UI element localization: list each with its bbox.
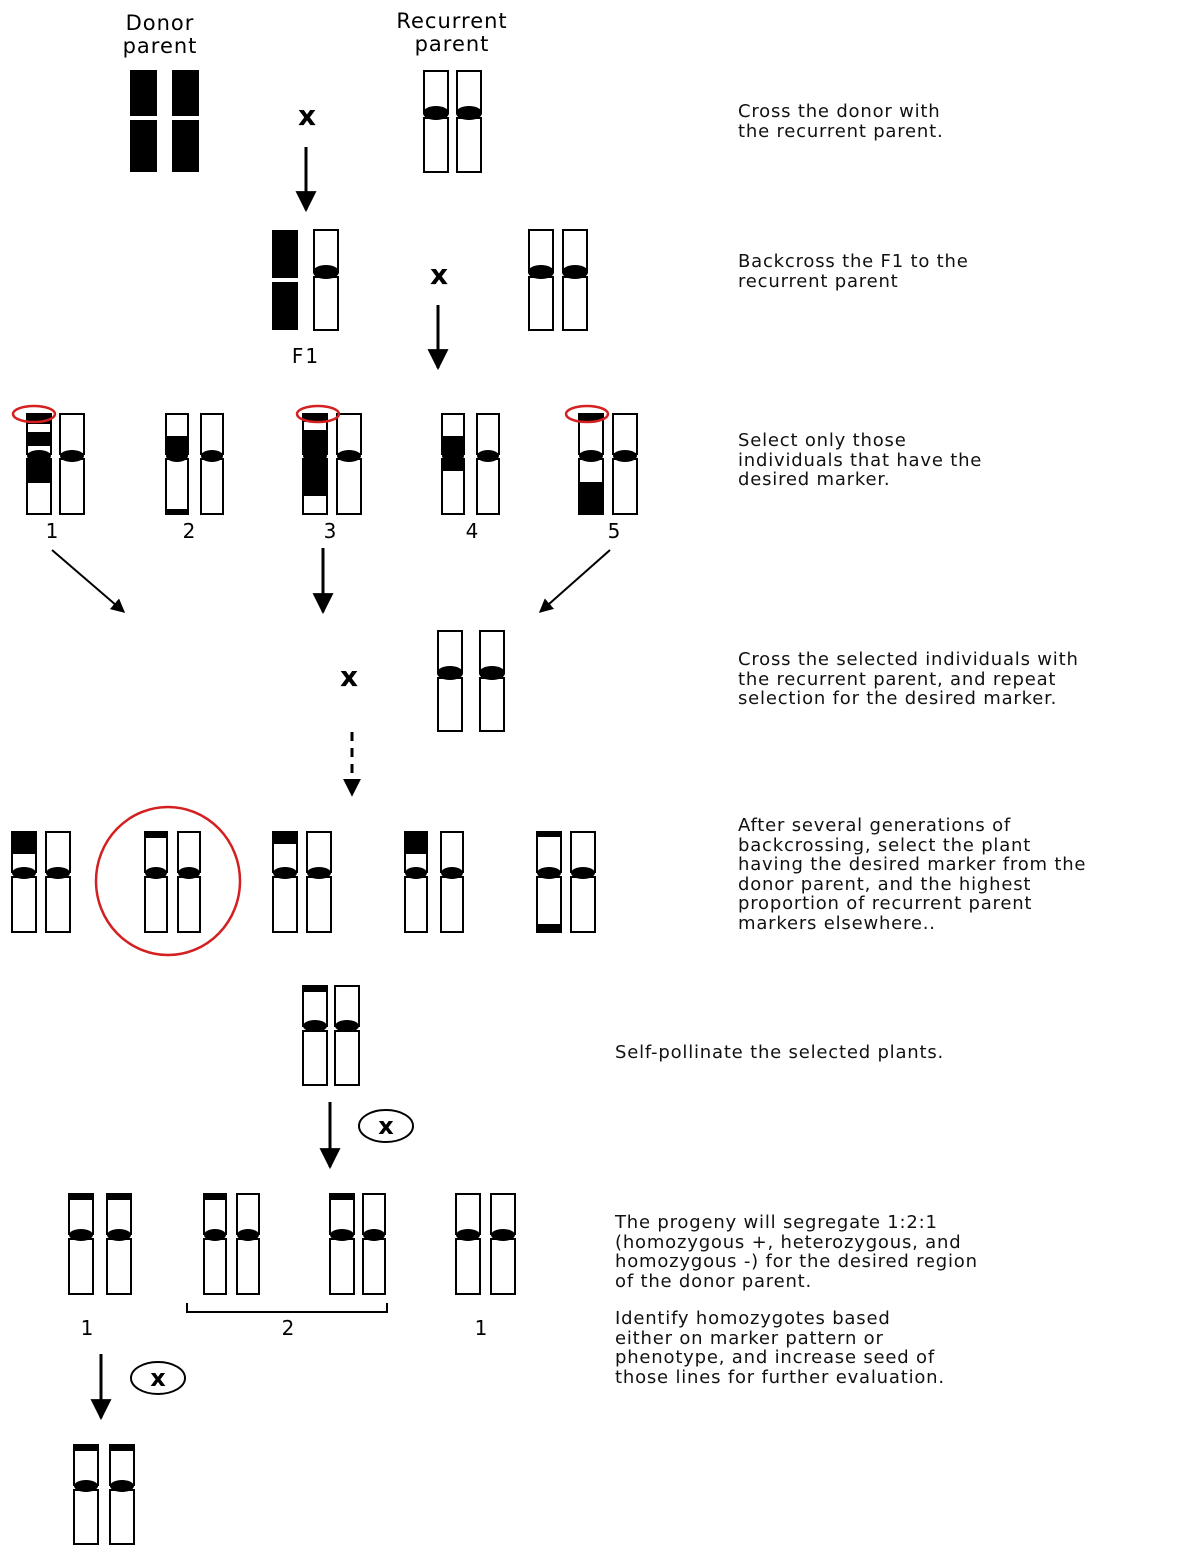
individual-label-1: 1 xyxy=(46,519,59,543)
cross-symbol-2: x xyxy=(430,258,448,291)
step8-text: Identify homozygotes based either on mar… xyxy=(615,1308,945,1388)
selected-plant-highlight xyxy=(94,805,242,957)
individual-2 xyxy=(165,413,224,515)
arrow-from-5 xyxy=(538,549,611,613)
individual-1 xyxy=(11,404,85,515)
step2-text: Backcross the F1 to the recurrent parent xyxy=(738,251,969,292)
arrow-from-1 xyxy=(51,549,126,613)
progeny-heterozygous-1 xyxy=(203,1193,260,1295)
donor-parent-label-line1: Donor xyxy=(126,11,195,35)
ratio-label-homozygous-plus: 1 xyxy=(81,1316,94,1340)
f1-label: F1 xyxy=(292,344,320,368)
step7-text: The progeny will segregate 1:2:1 (homozy… xyxy=(615,1212,978,1292)
step5-text: After several generations of backcrossin… xyxy=(738,815,1087,934)
donor-parent-chromosomes xyxy=(130,70,199,172)
svg-text:x: x xyxy=(150,1364,166,1392)
step4-text: Cross the selected individuals with the … xyxy=(738,649,1079,709)
marker-highlight-5 xyxy=(564,404,610,424)
advanced-line-1 xyxy=(11,831,71,933)
heterozygous-bracket xyxy=(186,1303,388,1313)
recurrent-parent-label-line2: parent xyxy=(415,32,490,56)
advanced-line-5 xyxy=(536,831,596,933)
individual-label-2: 2 xyxy=(183,519,196,543)
svg-text:x: x xyxy=(378,1112,394,1140)
recurrent-parent-label-line1: Recurrent xyxy=(396,9,507,33)
step1-text: Cross the donor with the recurrent paren… xyxy=(738,101,944,142)
individual-5 xyxy=(564,404,638,515)
step6-text: Self-pollinate the selected plants. xyxy=(615,1042,945,1063)
recurrent-parent-chromosomes-2 xyxy=(528,229,588,331)
individual-label-3: 3 xyxy=(324,519,337,543)
self-symbol-1: x xyxy=(358,1109,414,1143)
ratio-label-homozygous-minus: 1 xyxy=(475,1316,488,1340)
cross-symbol-3: x xyxy=(340,660,358,693)
advanced-line-4 xyxy=(404,831,464,933)
progeny-homozygous-minus xyxy=(455,1193,516,1295)
individual-label-5: 5 xyxy=(608,519,621,543)
step3-text: Select only those individuals that have … xyxy=(738,430,983,490)
cross-symbol-1: x xyxy=(298,99,316,132)
marker-highlight-3 xyxy=(295,404,341,424)
ratio-label-heterozygous: 2 xyxy=(282,1316,295,1340)
progeny-heterozygous-2 xyxy=(329,1193,386,1295)
individual-3 xyxy=(295,404,362,515)
progeny-homozygous-plus xyxy=(68,1193,132,1295)
individual-label-4: 4 xyxy=(466,519,479,543)
advanced-line-3 xyxy=(272,831,332,933)
individual-4 xyxy=(441,413,500,515)
advanced-line-2-selected xyxy=(94,805,242,957)
donor-parent-label-line2: parent xyxy=(123,34,198,58)
marker-highlight-1 xyxy=(11,404,57,424)
recurrent-parent-chromosomes xyxy=(423,70,482,173)
self-symbol-2: x xyxy=(130,1361,186,1395)
f1-chromosomes xyxy=(272,229,339,331)
recurrent-parent-chromosomes-3 xyxy=(437,630,505,732)
final-homozygous-line xyxy=(73,1444,135,1545)
selected-plant-chromosomes xyxy=(302,985,360,1086)
